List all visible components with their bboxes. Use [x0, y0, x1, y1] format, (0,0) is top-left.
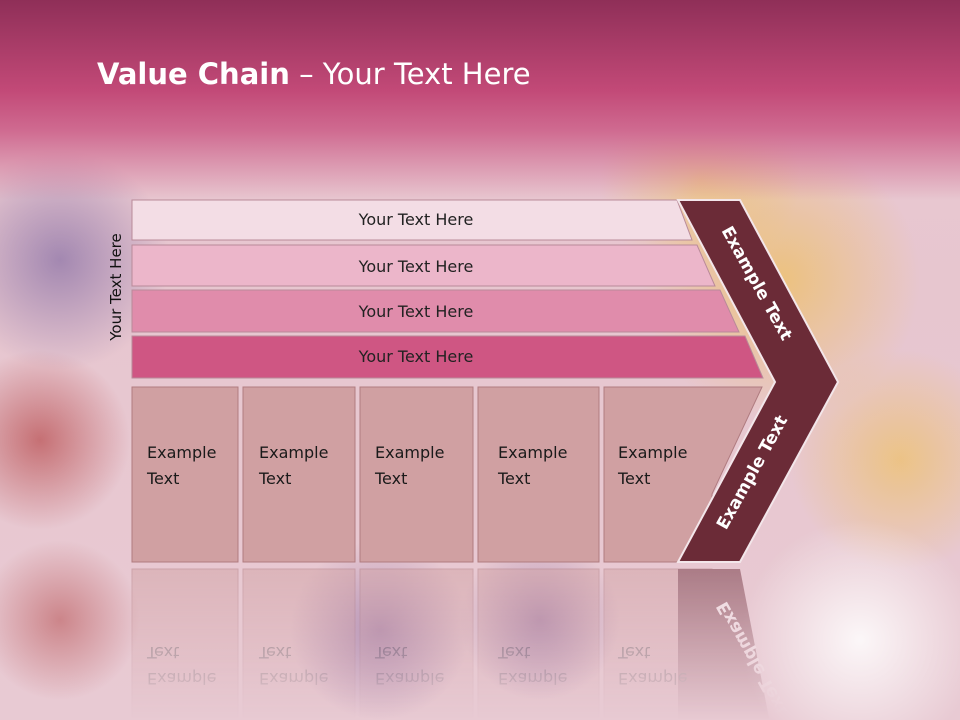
arrow-shape[interactable] — [676, 199, 840, 563]
bar-2-label: Your Text Here — [358, 257, 474, 276]
column-2-line2: Text — [258, 469, 291, 488]
reflection-column-2-line2: Text — [258, 643, 291, 662]
column-4-line1: Example — [498, 443, 567, 462]
reflection-column-2-line1: Example — [259, 669, 328, 688]
bar-2[interactable] — [131, 244, 716, 287]
bar-3-label: Your Text Here — [358, 302, 474, 321]
reflection-column-4-line1: Example — [498, 669, 567, 688]
reflection-column-5-line1: Example — [618, 669, 687, 688]
column-5-line1: Example — [618, 443, 687, 462]
reflection-column-3-line2: Text — [374, 643, 407, 662]
column-1[interactable] — [131, 386, 239, 563]
column-1-line1: Example — [147, 443, 216, 462]
column-2-line1: Example — [259, 443, 328, 462]
column-1-line2: Text — [146, 469, 179, 488]
column-4-line2: Text — [497, 469, 530, 488]
reflection-column-4 — [477, 568, 600, 720]
reflection-column-3 — [359, 568, 474, 720]
title-bold: Value Chain — [97, 57, 290, 91]
bar-1-label: Your Text Here — [358, 210, 474, 229]
bar-4[interactable] — [131, 335, 764, 379]
reflection-column-1-line1: Example — [147, 669, 216, 688]
column-3[interactable] — [359, 386, 474, 563]
bar-group: Your Text Here Your Text Here Your Text … — [131, 199, 764, 379]
reflection: Example Text Example Text Example Text E… — [131, 568, 792, 720]
column-2[interactable] — [242, 386, 356, 563]
reflection-column-4-line2: Text — [497, 643, 530, 662]
title-rest: – Your Text Here — [289, 57, 531, 91]
slide-title: Value Chain – Your Text Here — [97, 54, 531, 94]
reflection-arrow — [678, 569, 770, 720]
reflection-column-3-line1: Example — [375, 669, 444, 688]
bar-3[interactable] — [131, 289, 740, 333]
column-3-line2: Text — [374, 469, 407, 488]
column-3-line1: Example — [375, 443, 444, 462]
bar-1[interactable] — [131, 199, 693, 241]
column-group: Example Text Example Text Example Text E… — [131, 386, 763, 563]
reflection-column-2 — [242, 568, 356, 720]
reflection-column-1-line2: Text — [146, 643, 179, 662]
reflection-column-5-line2: Text — [617, 643, 650, 662]
reflection-column-1 — [131, 568, 239, 720]
column-4[interactable] — [477, 386, 600, 563]
column-5-line2: Text — [617, 469, 650, 488]
bar-4-label: Your Text Here — [358, 347, 474, 366]
title-band — [0, 0, 960, 200]
